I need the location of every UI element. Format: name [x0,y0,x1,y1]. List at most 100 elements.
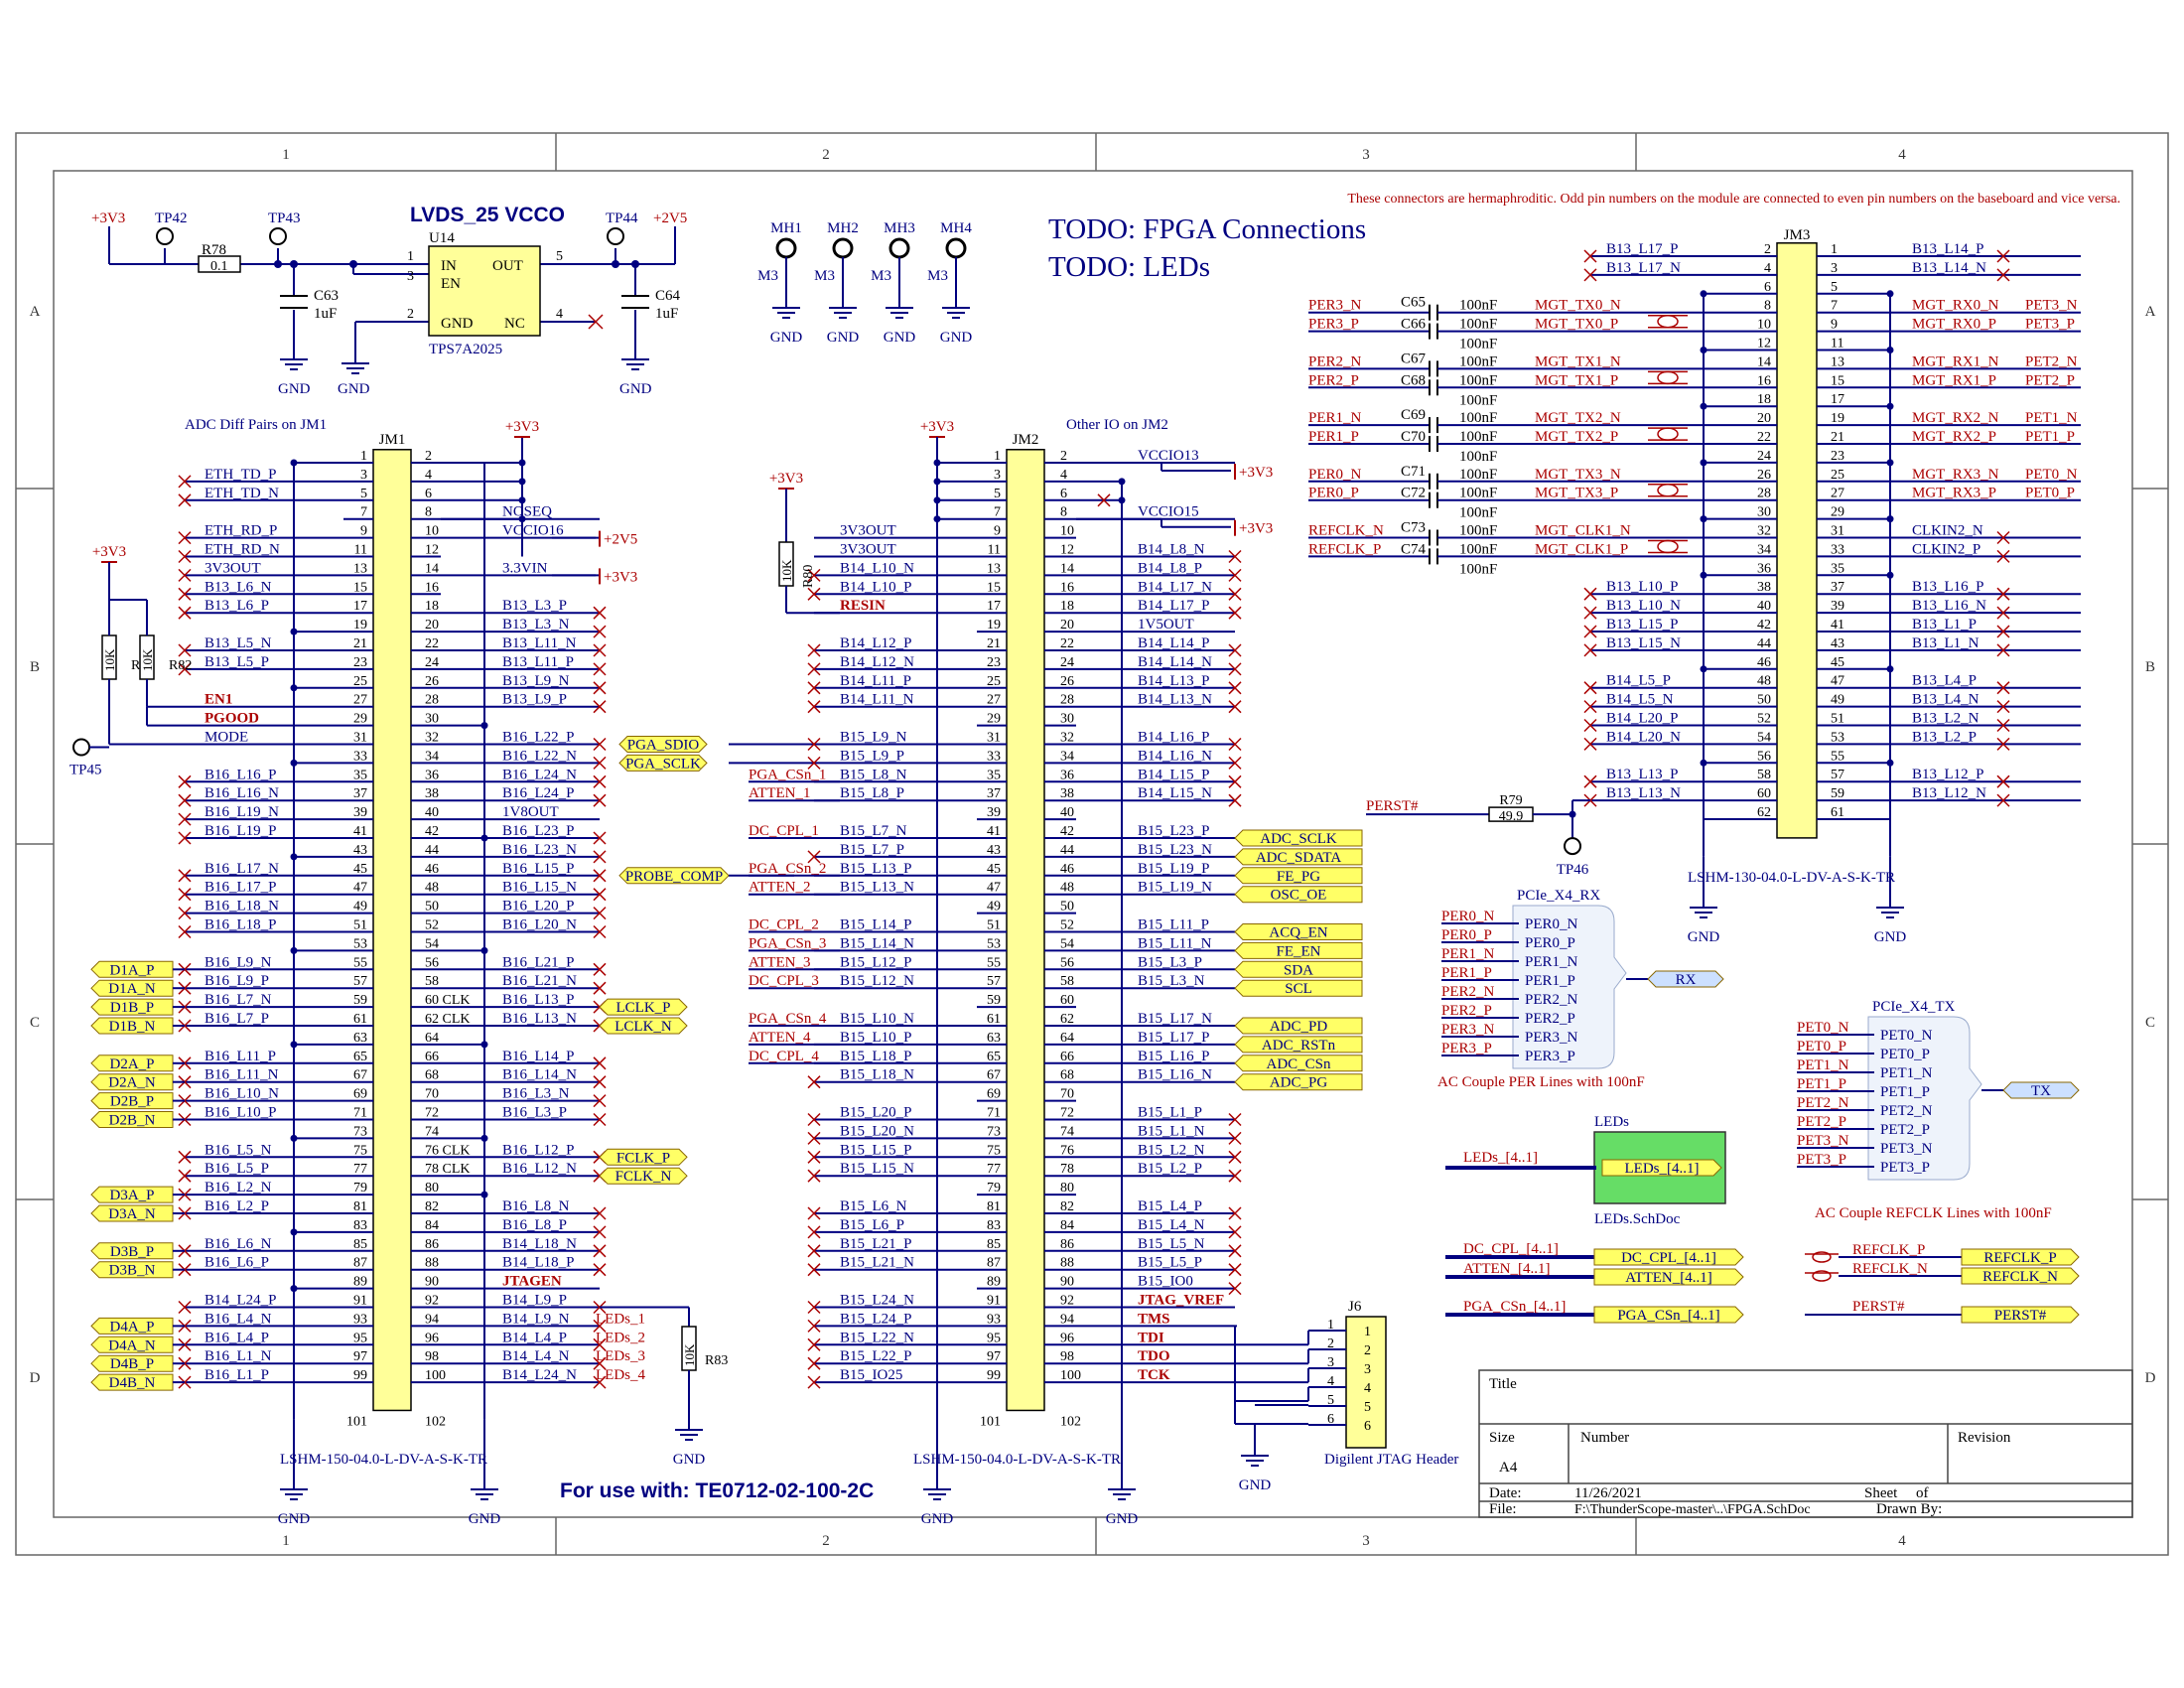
no-connect-stroke [807,1131,821,1145]
no-connect-stroke [807,1225,821,1239]
jm2-net-label: B15_L7_N [840,823,907,839]
jm1-pin-number: 47 [353,881,367,896]
jm1-net-label: B16_L19_P [205,823,277,839]
jm3-net-label: B13_L2_N [1912,711,1979,727]
jm1-pin-number: 75 [353,1143,367,1158]
jm2-net-label: B14_L12_N [840,654,914,670]
jm2-pin-number: 80 [1060,1181,1074,1196]
jm3-net-label: MGT_RX3_P [1912,486,1996,501]
jm3-pin-number: 28 [1757,487,1771,501]
u14-pin5: 5 [556,249,563,264]
junction-dot [1886,759,1894,767]
no-connect-icon [178,774,192,788]
no-connect-icon [807,756,821,770]
power-label: +3V3 [1239,465,1273,481]
sheet-ports-and-buses: LEDsLEDs_[4..1]LEDs.SchDocLEDs_[4..1]DC_… [1445,1114,2080,1324]
jm2-net-label: B15_L4_P [1138,1198,1202,1214]
no-connect-icon [178,643,192,657]
no-connect-stroke [807,1075,821,1089]
jm1-pin-number: 18 [425,599,439,614]
jm2-net-label: B14_L8_N [1138,542,1205,558]
jm1-pin-number: 10 [425,524,439,539]
junction-dot [290,853,298,861]
jm3-cap-value: 100nF [1459,372,1497,388]
jm2-net-label: VCCIO13 [1138,448,1199,464]
v2v5-label: +2V5 [653,211,687,226]
pcie-tx-entry: PET0_N [1880,1028,1933,1044]
harness-connector-icon [1512,905,1627,1069]
jm2-pin-number: 92 [1060,1294,1074,1309]
no-connect-stroke [1996,549,2010,563]
no-connect-icon [1228,1112,1242,1127]
jm1-pin-number: 17 [353,599,367,614]
tp43-label: TP43 [268,211,301,226]
u14-ref: U14 [429,230,455,246]
jm2-part-number: LSHM-150-04.0-L-DV-A-S-K-TR [913,1452,1121,1468]
jm3-cap-net: PER0_N [1308,467,1362,483]
port-shape [90,1204,174,1222]
jm3-pin-number: 32 [1757,524,1771,539]
jm1-pin-number: 55 [353,955,367,970]
jm2-right-port: FE_PG [1234,867,1363,885]
jm3-pin-number: 50 [1757,693,1771,708]
jm2-pin-number: 95 [987,1331,1001,1345]
no-connect-icon [593,793,607,807]
gnd-label: GND [1688,929,1720,945]
port-shape [90,1017,174,1035]
fe-bus-port: ATTEN_[4..1] [1593,1268,1744,1286]
jm1-connector: JM113ETH_TD_P5ETH_TD_N79ETH_RD_P11ETH_RD… [69,419,814,1527]
power-label: +3V3 [920,419,954,435]
jm2-net-label: B15_L20_N [840,1123,914,1139]
jm1-pin-number: 26 [425,674,439,689]
mh-ref: MH4 [940,220,972,236]
jm1-net-label: B13_L11_P [502,654,574,670]
jm1-pin-number: 30 [425,712,439,727]
no-connect-icon [807,1375,821,1389]
jm2-net-label: B14_L14_P [1138,635,1210,651]
no-connect-icon [178,1300,192,1315]
no-connect-icon [1583,643,1597,657]
port-shape [90,1111,174,1128]
gnd-label: GND [940,330,973,346]
jm1-pin-number: 28 [425,693,439,708]
port-label: LCLK_P [615,1000,670,1016]
jm3-cap-net: PER3_N [1308,298,1362,314]
diff-pair-ring [1812,1270,1832,1282]
no-connect-stroke [1996,625,2010,638]
junction-dot [1700,402,1707,410]
power-flag-icon: +3V3 [505,419,539,438]
jm3-cap-ref: C69 [1401,407,1426,423]
j6-part: Digilent JTAG Header [1324,1452,1458,1468]
no-connect-stroke [1228,1225,1242,1239]
jm1-pin-number: 96 [425,1331,439,1345]
jm2-pin-number: 29 [987,712,1001,727]
no-connect-stroke [807,737,821,752]
test-point-icon [72,738,90,757]
no-connect-icon [1228,643,1242,657]
jm1-pin-number: 76 CLK [425,1143,471,1158]
jm3-pin-number: 14 [1757,354,1771,369]
no-connect-stroke [1228,606,1242,620]
jm1-net-label: B16_L6_P [205,1255,269,1271]
date-value: 11/26/2021 [1574,1485,1642,1501]
jm2-pin-number: 73 [987,1124,1001,1139]
no-connect-stroke [1228,1244,1242,1258]
no-connect-stroke [178,1169,192,1183]
jm1-pin-number: 13 [353,561,367,576]
jm1-pin-number: 4 [425,468,432,483]
pcie-tx-entry: PET1_N [1880,1065,1933,1081]
no-connect-icon [1228,662,1242,676]
jm3-cap-value: 100nF [1459,429,1497,445]
c63-label: C63 [314,288,339,304]
jm3-pin-number: 7 [1831,299,1838,314]
jm1-pin-number: 85 [353,1237,367,1252]
jm2-right-port: OSC_OE [1234,886,1363,904]
mounting-hole-icon [832,237,854,259]
jm1-pin-number: 24 [425,655,439,670]
no-connect-stroke [1228,568,1242,582]
no-connect-stroke [593,756,607,770]
jm3-net-label: MGT_TX1_N [1535,353,1621,369]
jm3-cap-ref: C74 [1401,541,1427,557]
jm3-cap-value: 100nF [1459,353,1497,369]
jm1-pin-number: 11 [354,543,367,558]
